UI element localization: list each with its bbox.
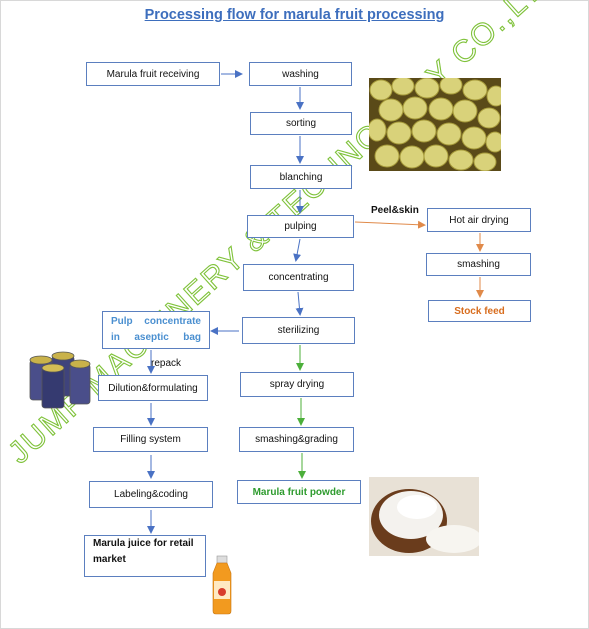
box-concentrating-label: concentrating xyxy=(268,272,329,283)
box-marula-powder: Marula fruit powder xyxy=(237,480,361,504)
box-pulping: pulping xyxy=(247,215,354,238)
pulp-label-line1: Pulp concentrate xyxy=(111,316,201,327)
arrow-pulping-hotair xyxy=(354,220,426,229)
box-blanching-label: blanching xyxy=(279,171,323,183)
box-labeling-label: Labeling&coding xyxy=(114,489,188,500)
box-blanching: blanching xyxy=(250,165,352,189)
box-sorting: sorting xyxy=(250,112,352,135)
box-washing-label: washing xyxy=(282,68,319,80)
box-hot-air-drying-label: Hot air drying xyxy=(449,214,509,226)
box-fruit-receiving-label: Marula fruit receiving xyxy=(106,68,200,80)
box-marula-powder-label: Marula fruit powder xyxy=(252,486,346,498)
box-retail: Marula juice for retail market xyxy=(84,535,206,577)
box-filling: Filling system xyxy=(93,427,208,452)
pulp-drums-photo xyxy=(24,346,94,410)
box-sterilizing: sterilizing xyxy=(242,317,355,344)
juice-bottle-photo xyxy=(207,555,237,615)
box-smashing-grading-label: smashing&grading xyxy=(255,434,338,445)
box-dilution: Dilution&formulating xyxy=(98,375,208,401)
powder-bowl-photo xyxy=(369,477,479,556)
box-fruit-receiving: Marula fruit receiving xyxy=(86,62,220,86)
retail-label-line2: market xyxy=(93,554,126,565)
box-sterilizing-label: sterilizing xyxy=(277,325,320,336)
box-smashing-label: smashing xyxy=(457,259,500,270)
peel-skin-label: Peel&skin xyxy=(371,205,419,216)
box-washing: washing xyxy=(249,62,352,86)
box-pulping-label: pulping xyxy=(284,221,317,232)
box-hot-air-drying: Hot air drying xyxy=(427,208,531,232)
box-stock-feed: Stock feed xyxy=(428,300,531,322)
box-sorting-label: sorting xyxy=(285,118,316,129)
retail-label-line1: Marula juice for retail xyxy=(93,538,194,549)
arrow-concentrating-sterilizing xyxy=(295,291,304,316)
box-spray-drying-label: spray drying xyxy=(269,379,325,390)
box-dilution-label: Dilution&formulating xyxy=(108,382,198,394)
box-spray-drying: spray drying xyxy=(240,372,354,397)
pulp-label-line2: in aseptic bag xyxy=(111,332,201,343)
box-stock-feed-label: Stock feed xyxy=(454,305,505,317)
arrow-pulping-concentrating xyxy=(293,238,302,262)
box-smashing-grading: smashing&grading xyxy=(239,427,354,452)
box-smashing: smashing xyxy=(426,253,531,276)
box-pulp-concentrate: Pulp concentrate in aseptic bag xyxy=(102,311,210,349)
marula-fruits-photo xyxy=(369,78,501,171)
box-concentrating: concentrating xyxy=(243,264,354,291)
diagram-title: Processing flow for marula fruit process… xyxy=(144,7,445,23)
repack-label: repack xyxy=(151,358,182,369)
box-filling-label: Filling system xyxy=(120,434,181,445)
box-labeling: Labeling&coding xyxy=(89,481,213,508)
